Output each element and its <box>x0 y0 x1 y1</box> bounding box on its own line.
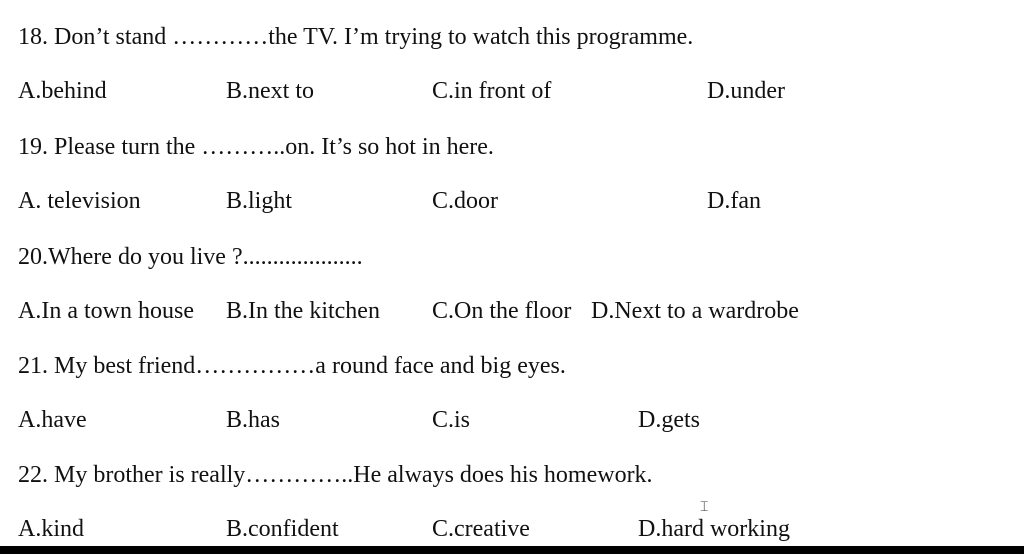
question-21-option-d: D.gets <box>638 407 700 433</box>
question-18-option-d: D.under <box>707 78 785 104</box>
question-19-option-b: B.light <box>226 188 293 214</box>
question-22-option-b: B.confident <box>226 516 339 542</box>
question-22-option-c: C.creative <box>432 516 530 542</box>
question-20-option-b: B.In the kitchen <box>226 298 380 324</box>
text-cursor-icon: ⌶ <box>700 499 709 515</box>
question-22-option-d: D.hard working <box>638 516 790 542</box>
question-21-option-b: B.has <box>226 407 280 433</box>
question-20-option-a: A.In a town house <box>18 298 194 324</box>
question-18-option-a: A.behind <box>18 78 107 104</box>
question-18-option-b: B.next to <box>226 78 314 104</box>
question-20-option-c: C.On the floor <box>432 298 572 324</box>
bottom-edge-bar <box>0 546 1024 554</box>
question-19-option-a: A. television <box>18 188 141 214</box>
question-18-option-c: C.in front of <box>432 78 552 104</box>
question-18-text: 18. Don’t stand …………the TV. I’m trying t… <box>18 24 694 50</box>
question-22-option-a: A.kind <box>18 516 84 542</box>
question-20-option-d: D.Next to a wardrobe <box>591 298 799 324</box>
question-21-option-c: C.is <box>432 407 471 433</box>
question-22-text: 22. My brother is really…………..He always … <box>18 462 653 488</box>
question-21-option-a: A.have <box>18 407 87 433</box>
question-21-text: 21. My best friend……………a round face and … <box>18 353 566 379</box>
question-19-option-d: D.fan <box>707 188 761 214</box>
question-19-option-c: C.door <box>432 188 498 214</box>
question-20-text: 20.Where do you live ?..................… <box>18 244 363 270</box>
question-19-text: 19. Please turn the ………..on. It’s so hot… <box>18 134 494 160</box>
